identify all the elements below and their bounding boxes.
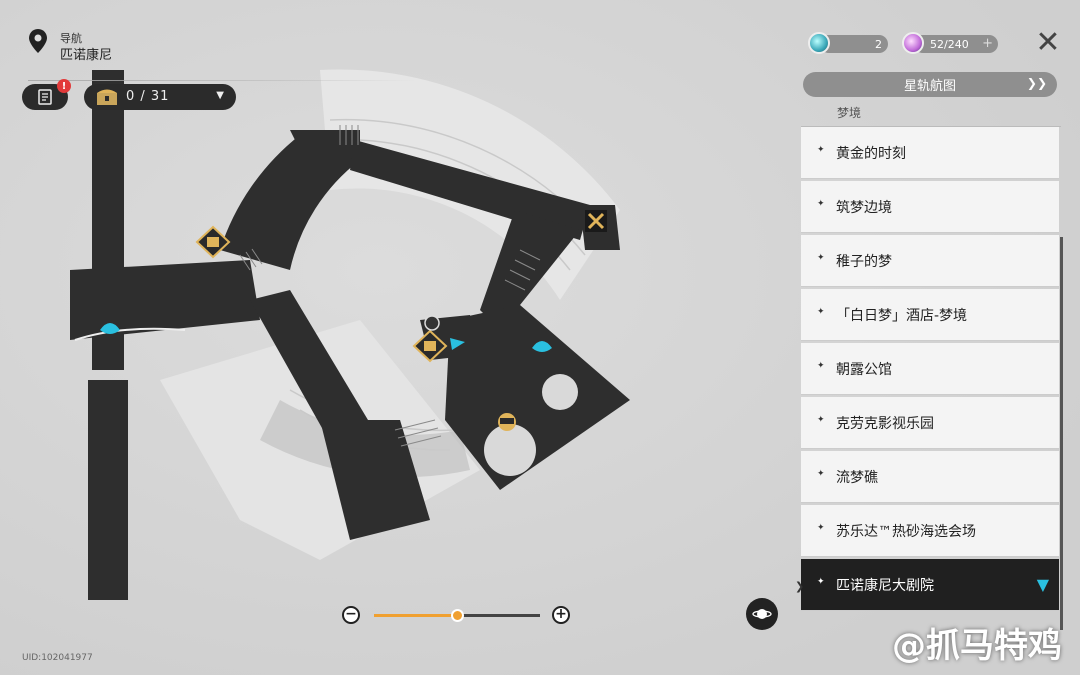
list-item-label: 黄金的时刻 [836,146,906,162]
chest-marker-2[interactable] [412,329,448,363]
bullet-icon: ✦ [817,145,825,155]
selection-pointer-icon: ❯ [795,580,805,593]
notification-badge: ! [57,79,71,93]
player-arrow-icon [450,338,465,350]
list-item-label: 「白日梦」酒店-梦境 [836,308,968,324]
bullet-icon: ✦ [817,523,825,533]
chest-marker-1[interactable] [195,225,231,259]
crossed-swords-icon[interactable] [585,210,607,232]
zoom-slider-fill [374,614,457,617]
selected-marker-icon: ▼ [1036,575,1049,594]
list-item-label: 筑梦边境 [836,200,892,216]
list-item[interactable]: ✦ 朝露公馆 [801,343,1059,395]
list-item[interactable]: ✦ 黄金的时刻 [801,127,1059,179]
bullet-icon: ✦ [817,415,825,425]
list-item-label: 苏乐达™热砂海选会场 [836,524,976,540]
category-label: 梦境 [837,106,862,120]
list-item-label: 克劳克影视乐园 [836,416,934,432]
bullet-icon: ✦ [817,577,825,587]
zoom-in-button[interactable]: + [552,606,570,624]
dropdown-arrow-icon[interactable]: ▼ [216,90,224,101]
list-category-header[interactable]: 梦境 [801,100,1061,127]
resource-star-rail-pass: 2 [820,35,888,53]
list-item[interactable]: ✦ 流梦礁 [801,451,1059,503]
nav-label: 导航 [60,32,82,45]
navigation-header: 导航 匹诺康尼 [28,28,418,81]
zoom-control[interactable]: − + [342,604,572,626]
list-item-label: 稚子的梦 [836,254,892,270]
mission-log-button[interactable] [22,84,68,110]
planet-icon[interactable] [746,598,778,630]
location-list[interactable]: 梦境 ✦ 黄金的时刻 ✦ 筑梦边境 ✦ 稚子的梦 ✦ 「白日梦」酒店-梦境 ✦ 朝露公馆 ✦ 克劳克影… [801,100,1061,630]
teleport-waypoint-icon[interactable] [532,341,552,352]
planet-icon-glyph [752,609,772,619]
star-rail-pass-icon [808,32,830,54]
trailblaze-power-icon [902,32,924,54]
list-item-label: 流梦礁 [836,470,878,486]
bullet-icon: ✦ [817,469,825,479]
list-item[interactable]: ✦ 苏乐达™热砂海选会场 [801,505,1059,557]
shop-marker-icon[interactable] [498,413,516,431]
header-divider [28,80,418,81]
treasure-chest-counter[interactable]: 0 / 31 ▼ [84,84,236,110]
resource-trailblaze-power[interactable]: 52/240 + [914,35,998,53]
list-item[interactable]: ✦ 稚子的梦 [801,235,1059,287]
current-location: 匹诺康尼 [60,48,113,63]
list-item-label: 匹诺康尼大剧院 [836,578,934,594]
bullet-icon: ✦ [817,199,825,209]
resource-value: 2 [875,37,882,51]
list-scrollbar[interactable] [1060,237,1063,630]
teleport-waypoint-icon[interactable] [100,323,120,334]
resource-value: 52/240 [930,37,969,51]
bullet-icon: ✦ [817,253,825,263]
zoom-out-button[interactable]: − [342,606,360,624]
zoom-slider-track[interactable] [374,609,540,622]
chest-count: 0 / 31 [126,89,170,104]
list-item[interactable]: ✦ 克劳克影视乐园 [801,397,1059,449]
star-map-button[interactable]: 星轨航图 ❯❯ [803,72,1057,97]
zoom-slider-knob[interactable] [451,609,464,622]
double-chevron-right-icon: ❯❯ [1026,76,1047,90]
location-pin-icon [29,29,47,53]
treasure-chest-icon [97,89,117,105]
document-icon [38,89,52,105]
close-icon[interactable]: ✕ [1035,25,1061,60]
bullet-icon: ✦ [817,361,825,371]
watermark-text: @抓马特鸡 [892,626,1062,666]
add-resource-button[interactable]: + [982,36,993,51]
uid-label: UID:102041977 [22,653,93,663]
mission-marker[interactable] [424,315,440,331]
list-item[interactable]: ✦ 筑梦边境 [801,181,1059,233]
list-item[interactable]: ✦ 匹诺康尼大剧院 ▼ [801,559,1059,611]
star-map-label: 星轨航图 [903,79,956,94]
list-item[interactable]: ✦ 「白日梦」酒店-梦境 [801,289,1059,341]
list-item-label: 朝露公馆 [836,362,892,378]
bullet-icon: ✦ [817,307,825,317]
